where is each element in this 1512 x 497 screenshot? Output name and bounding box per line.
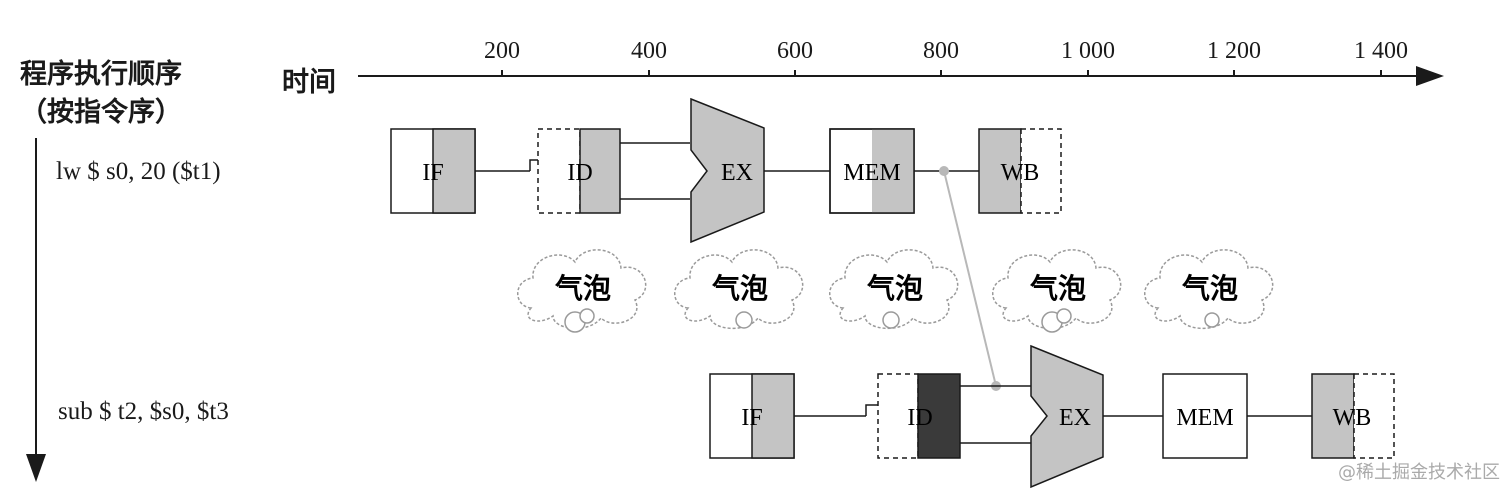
time-tick: 1 000: [1061, 38, 1115, 64]
sub-pipeline: IF ID EX MEM WB: [709, 344, 1395, 489]
time-tick: 800: [923, 38, 959, 64]
lw-stage-if: IF: [422, 160, 443, 186]
bubble-label: 气泡: [711, 272, 768, 305]
sub-if-read-half: [751, 373, 795, 459]
lw-stage-ex: EX: [721, 160, 753, 186]
sub-stage-mem: MEM: [1176, 405, 1233, 431]
lw-id-read-half: [579, 128, 621, 214]
program-order-label: 程序执行顺序: [20, 59, 182, 90]
lw-alu-shape: [690, 97, 765, 244]
watermark: @稀土掘金技术社区: [1338, 462, 1500, 483]
lw-stage-wb: WB: [1001, 160, 1040, 186]
time-tick: 400: [631, 38, 667, 64]
bubble-label: 气泡: [866, 272, 923, 305]
time-tick: 600: [777, 38, 813, 64]
forwarding-path: [943, 170, 997, 387]
program-order-sublabel: （按指令序）: [20, 97, 182, 128]
bubbles: 气泡 气泡 气泡 气泡 气泡: [517, 249, 1274, 333]
lw-if-read-half: [432, 128, 476, 214]
sub-alu-shape: [1030, 344, 1104, 489]
lw-stage-id: ID: [567, 160, 592, 186]
lw-pipeline: IF ID EX MEM WB: [390, 97, 1062, 244]
bubble-1: 气泡: [517, 249, 647, 333]
bubble-3: 气泡: [829, 249, 959, 330]
bubble-2: 气泡: [674, 249, 804, 330]
sub-stage-wb: WB: [1333, 405, 1372, 431]
instruction-sub-label: sub $ t2, $s0, $t3: [58, 398, 229, 425]
sub-wb-write-half: [1311, 373, 1355, 459]
time-tick: 1 400: [1354, 38, 1408, 64]
time-tick: 1 200: [1207, 38, 1261, 64]
sub-stage-if: IF: [741, 405, 762, 431]
instruction-lw-label: lw $ s0, 20 ($t1): [56, 158, 221, 185]
bubble-label: 气泡: [1029, 272, 1086, 305]
forward-source-dot: [939, 166, 949, 176]
time-axis-label: 时间: [282, 67, 336, 98]
bubble-5: 气泡: [1144, 249, 1274, 330]
sub-stage-ex: EX: [1059, 405, 1091, 431]
time-tick: 200: [484, 38, 520, 64]
bubble-label: 气泡: [1181, 272, 1238, 305]
sub-id-stall-half: [917, 373, 961, 459]
sub-stage-id: ID: [907, 405, 932, 431]
lw-wb-write-half: [978, 128, 1022, 214]
bubble-4: 气泡: [992, 249, 1122, 333]
lw-stage-mem: MEM: [843, 160, 900, 186]
bubble-label: 气泡: [554, 272, 611, 305]
time-axis-tick-marks: [501, 70, 1382, 76]
